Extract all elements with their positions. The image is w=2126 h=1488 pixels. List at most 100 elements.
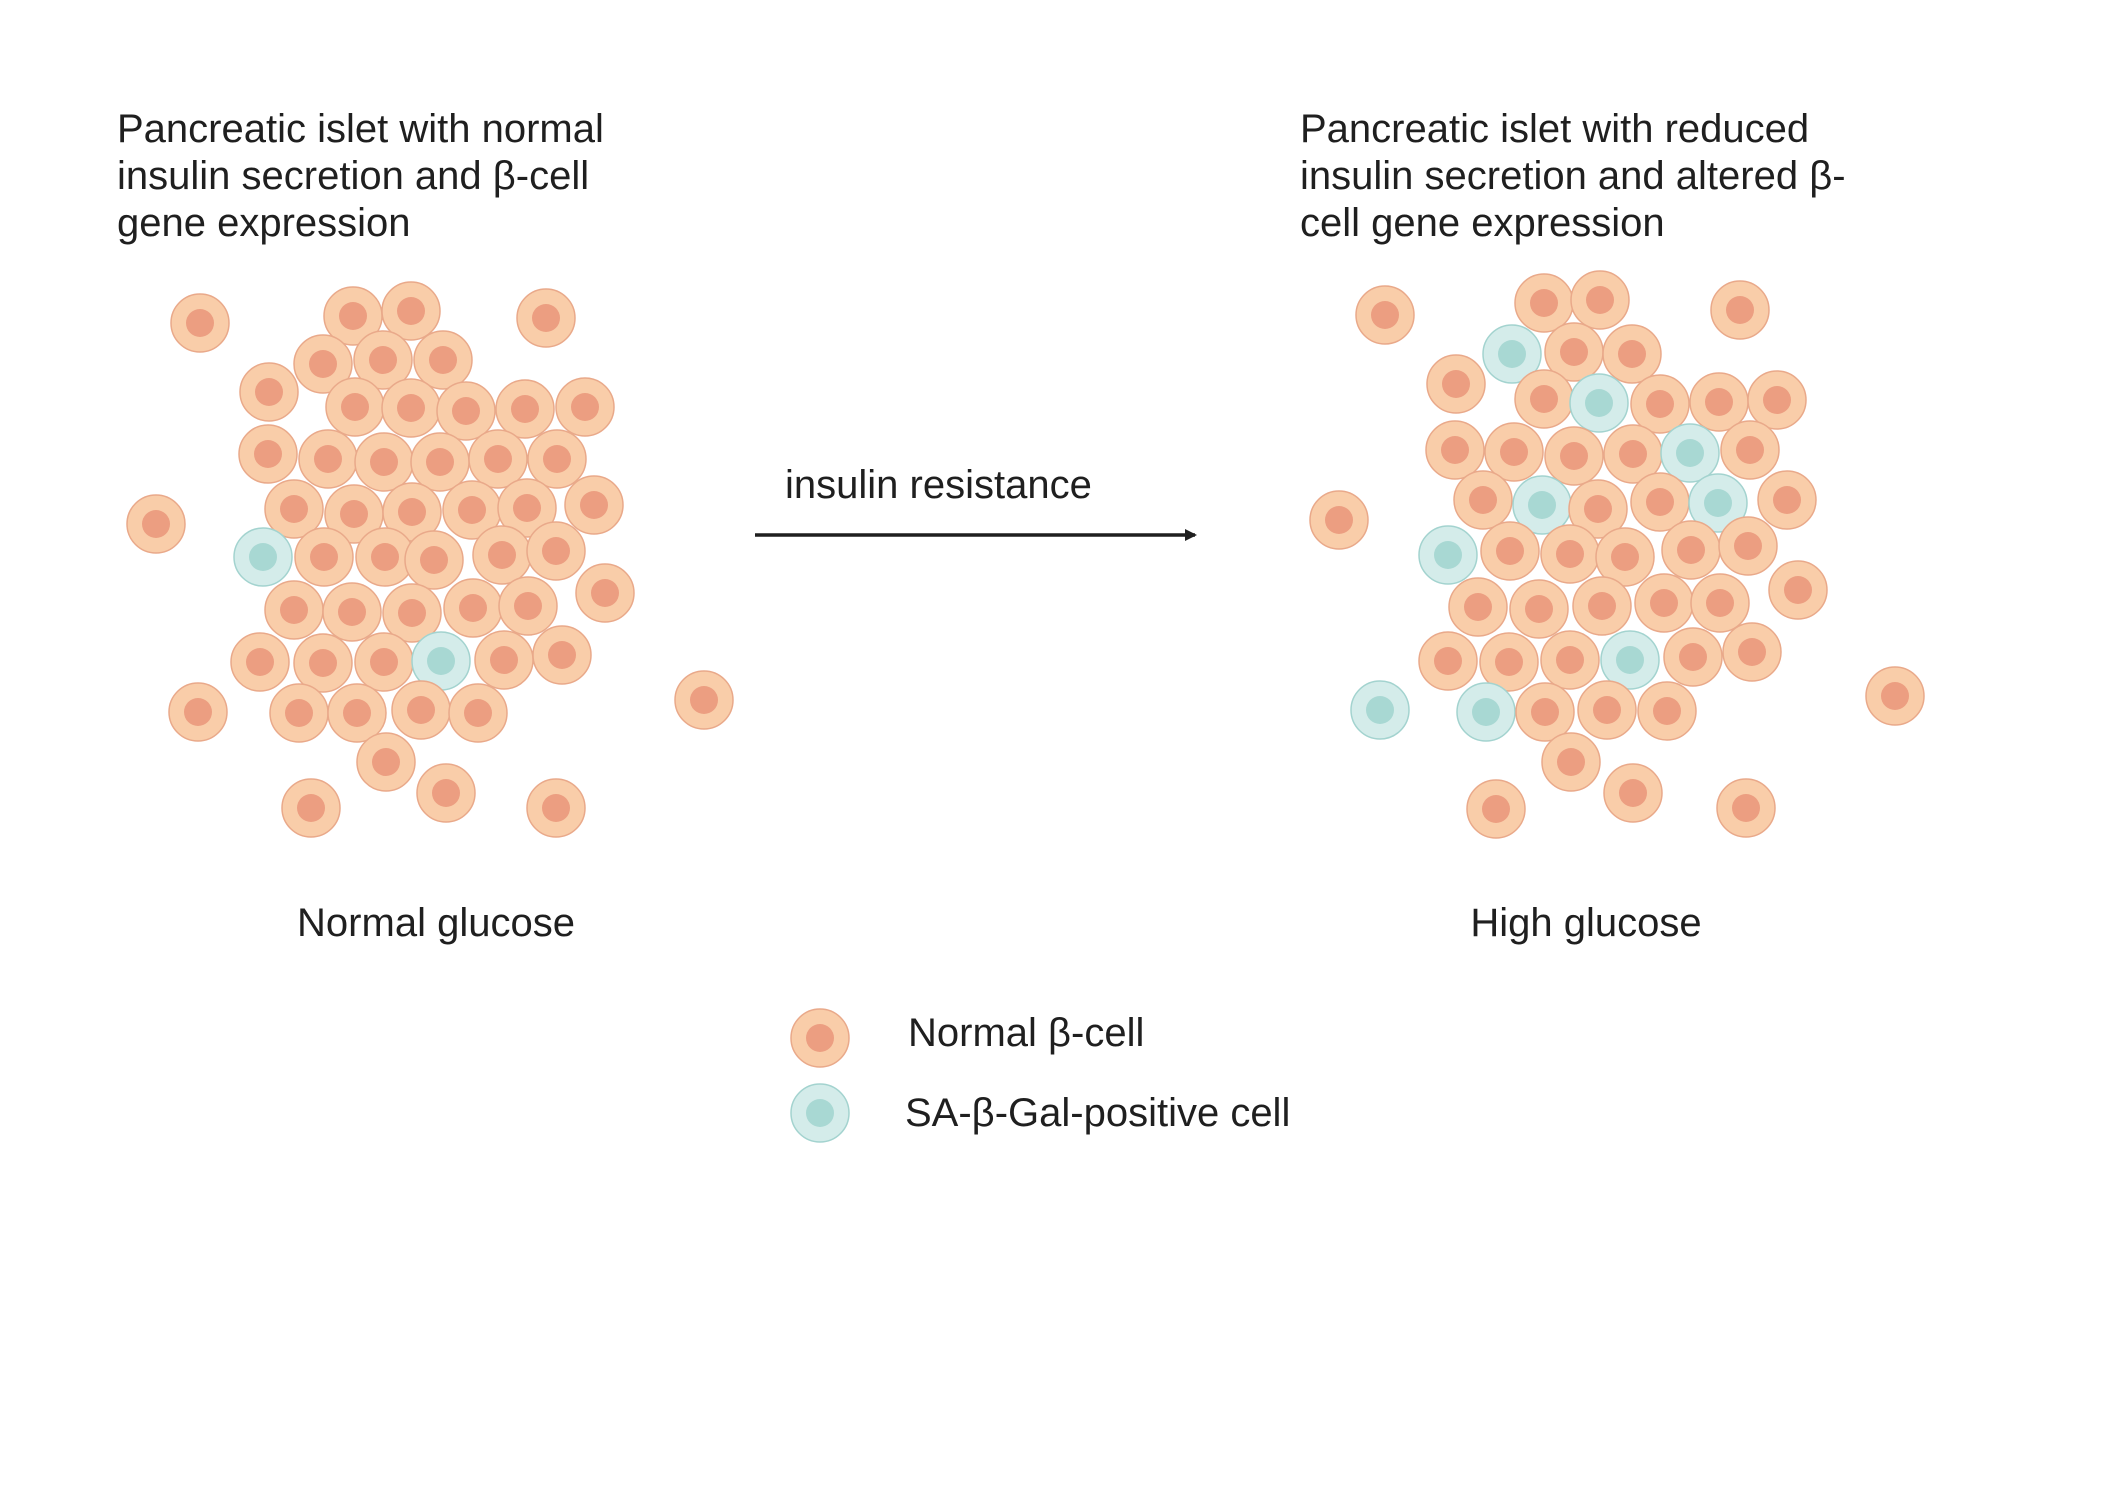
cell-nucleus xyxy=(369,346,397,374)
normal-beta-cell xyxy=(281,778,341,838)
cell-nucleus xyxy=(1371,301,1399,329)
cell-nucleus xyxy=(285,699,313,727)
normal-beta-cell xyxy=(1544,322,1604,382)
cell-nucleus xyxy=(1653,697,1681,725)
cell-nucleus xyxy=(1726,296,1754,324)
normal-beta-cell xyxy=(325,377,385,437)
cell-nucleus xyxy=(398,599,426,627)
normal-beta-cell xyxy=(170,293,230,353)
cell-nucleus xyxy=(370,448,398,476)
normal-beta-cell xyxy=(1355,285,1415,345)
normal-beta-cell xyxy=(1514,273,1574,333)
cell-nucleus xyxy=(429,346,457,374)
cell-nucleus xyxy=(184,698,212,726)
normal-beta-cell xyxy=(443,578,503,638)
cell-nucleus xyxy=(484,445,512,473)
normal-beta-cell xyxy=(1540,524,1600,584)
normal-beta-cell xyxy=(298,429,358,489)
normal-beta-cell xyxy=(1689,372,1749,432)
normal-beta-cell xyxy=(1630,472,1690,532)
cell-nucleus xyxy=(1732,794,1760,822)
normal-beta-cell xyxy=(495,379,555,439)
cell-nucleus xyxy=(1442,370,1470,398)
cell-nucleus xyxy=(1619,779,1647,807)
cell-nucleus xyxy=(1530,289,1558,317)
cell-nucleus xyxy=(432,779,460,807)
normal-beta-cell xyxy=(294,527,354,587)
cell-nucleus xyxy=(459,594,487,622)
normal-beta-cell xyxy=(410,432,470,492)
normal-beta-cell xyxy=(264,580,324,640)
cell-nucleus xyxy=(806,1024,834,1052)
normal-beta-cell xyxy=(1509,579,1569,639)
normal-beta-cell xyxy=(1747,370,1807,430)
cell-nucleus xyxy=(310,543,338,571)
cell-nucleus xyxy=(1441,436,1469,464)
normal-beta-cell xyxy=(448,683,508,743)
legend-swatch-normal-beta-cell xyxy=(790,1008,850,1068)
normal-beta-cell xyxy=(269,683,329,743)
normal-beta-cell xyxy=(391,680,451,740)
normal-beta-cell xyxy=(474,630,534,690)
normal-beta-cell xyxy=(1865,666,1925,726)
cell-nucleus xyxy=(1585,389,1613,417)
normal-beta-cell xyxy=(355,527,415,587)
cell-nucleus xyxy=(397,297,425,325)
cell-nucleus xyxy=(513,494,541,522)
normal-beta-cell xyxy=(575,563,635,623)
normal-beta-cell xyxy=(436,381,496,441)
cell-nucleus xyxy=(1496,537,1524,565)
normal-beta-cell xyxy=(526,521,586,581)
cell-nucleus xyxy=(542,537,570,565)
cell-nucleus xyxy=(543,445,571,473)
cell-nucleus xyxy=(1498,340,1526,368)
normal-beta-cell xyxy=(1630,374,1690,434)
cell-nucleus xyxy=(1738,638,1766,666)
cell-nucleus xyxy=(255,378,283,406)
cell-nucleus xyxy=(1881,682,1909,710)
normal-beta-cell xyxy=(413,330,473,390)
normal-beta-cell xyxy=(356,732,416,792)
sa-beta-gal-positive-cell xyxy=(1456,682,1516,742)
normal-beta-cell xyxy=(1448,577,1508,637)
normal-beta-cell xyxy=(322,582,382,642)
normal-beta-cell xyxy=(1690,573,1750,633)
normal-beta-cell xyxy=(293,633,353,693)
cell-nucleus xyxy=(1588,592,1616,620)
cell-nucleus xyxy=(341,393,369,421)
cell-nucleus xyxy=(1763,386,1791,414)
cell-nucleus xyxy=(1434,647,1462,675)
normal-beta-cell xyxy=(1637,681,1697,741)
normal-beta-cell xyxy=(1453,470,1513,530)
cell-nucleus xyxy=(1464,593,1492,621)
normal-beta-cell xyxy=(1425,420,1485,480)
right-panel-caption: High glucose xyxy=(1470,901,1702,945)
cell-nucleus xyxy=(1784,576,1812,604)
cell-nucleus xyxy=(1560,338,1588,366)
normal-beta-cell xyxy=(381,378,441,438)
normal-beta-cell xyxy=(382,583,442,643)
normal-beta-cell xyxy=(354,432,414,492)
cell-nucleus xyxy=(1556,540,1584,568)
cell-nucleus xyxy=(571,393,599,421)
normal-beta-cell xyxy=(1484,422,1544,482)
cell-nucleus xyxy=(1325,506,1353,534)
cell-nucleus xyxy=(339,302,367,330)
cell-nucleus xyxy=(309,350,337,378)
left-heading-line-1: Pancreatic islet with normal xyxy=(117,107,604,151)
cell-nucleus xyxy=(398,498,426,526)
cell-nucleus xyxy=(1646,390,1674,418)
normal-beta-cell xyxy=(126,494,186,554)
normal-beta-cell xyxy=(497,478,557,538)
sa-beta-gal-positive-cell xyxy=(233,527,293,587)
cell-nucleus xyxy=(1705,388,1733,416)
cell-nucleus xyxy=(407,696,435,724)
normal-beta-cell xyxy=(1663,627,1723,687)
cell-nucleus xyxy=(690,686,718,714)
cell-nucleus xyxy=(1528,491,1556,519)
cell-nucleus xyxy=(254,440,282,468)
cell-nucleus xyxy=(297,794,325,822)
cell-nucleus xyxy=(1560,442,1588,470)
normal-beta-cell xyxy=(472,525,532,585)
left-islet xyxy=(126,281,734,838)
